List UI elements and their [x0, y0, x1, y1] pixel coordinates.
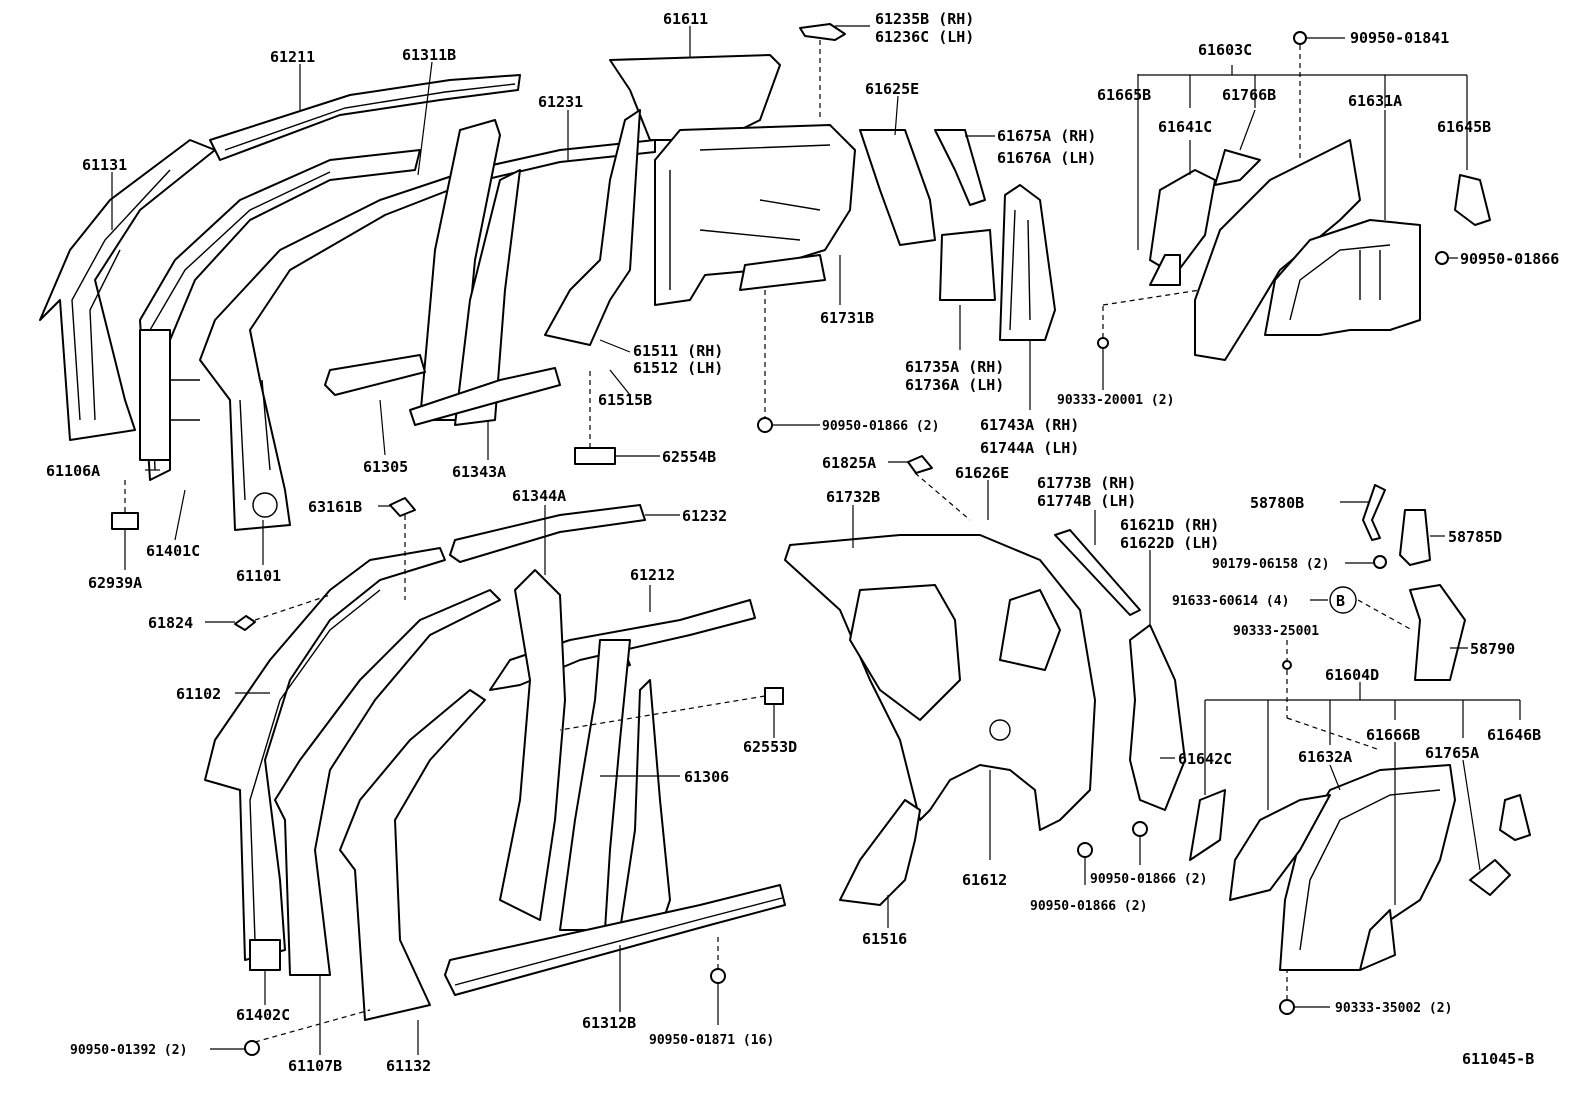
quarter-inner-panel-drawing: [544, 54, 1056, 346]
label-61603C: 61603C: [1198, 41, 1252, 59]
wheel-house-upper-drawing: [1097, 31, 1491, 361]
label-61306: 61306: [684, 768, 729, 786]
label-61604D: 61604D: [1325, 666, 1379, 684]
label-61212: 61212: [630, 566, 675, 584]
label-61402C: 61402C: [236, 1006, 290, 1024]
label-61235B-RH: 61235B (RH): [875, 10, 974, 28]
label-62939A: 62939A: [88, 574, 142, 592]
label-90950-01841: 90950-01841: [1350, 29, 1449, 47]
label-61232: 61232: [682, 507, 727, 525]
front-pillar-assembly-drawing: [39, 74, 656, 531]
wheel-house-lower-drawing: [1189, 484, 1531, 1015]
label-61736A-LH: 61736A (LH): [905, 376, 1004, 394]
label-61765A: 61765A: [1425, 744, 1479, 762]
callout-b-marker: B: [1329, 586, 1357, 614]
leader-lines: [111, 25, 1521, 1055]
label-90950-01392: 90950-01392 (2): [70, 1043, 187, 1058]
label-61101: 61101: [236, 567, 281, 585]
label-61611: 61611: [663, 10, 708, 28]
callout-b-label: B: [1336, 592, 1345, 610]
label-90333-35002: 90333-35002 (2): [1335, 1001, 1452, 1016]
label-61512-LH: 61512 (LH): [633, 359, 723, 377]
label-61731B: 61731B: [820, 309, 874, 327]
label-61612: 61612: [962, 871, 1007, 889]
label-61825A: 61825A: [822, 454, 876, 472]
label-61343A: 61343A: [452, 463, 506, 481]
label-61107B: 61107B: [288, 1057, 342, 1075]
label-61666B: 61666B: [1366, 726, 1420, 744]
label-61102: 61102: [176, 685, 221, 703]
label-63161B: 63161B: [308, 498, 362, 516]
label-58790: 58790: [1470, 640, 1515, 658]
label-61675A-RH: 61675A (RH): [997, 127, 1096, 145]
label-61744A-LH: 61744A (LH): [980, 439, 1079, 457]
label-61131: 61131: [82, 156, 127, 174]
outer-side-lower-drawing: [204, 504, 786, 1021]
label-61132: 61132: [386, 1057, 431, 1075]
label-61632A: 61632A: [1298, 748, 1352, 766]
label-61646B: 61646B: [1487, 726, 1541, 744]
label-61626E: 61626E: [955, 464, 1009, 482]
label-61231: 61231: [538, 93, 583, 111]
label-61305: 61305: [363, 458, 408, 476]
label-61625E: 61625E: [865, 80, 919, 98]
label-61766B: 61766B: [1222, 86, 1276, 104]
label-61106A: 61106A: [46, 462, 100, 480]
label-61211: 61211: [270, 48, 315, 66]
label-61665B: 61665B: [1097, 86, 1151, 104]
label-90333-25001: 90333-25001: [1233, 624, 1319, 639]
label-61641C: 61641C: [1158, 118, 1212, 136]
label-61642C: 61642C: [1178, 750, 1232, 768]
label-61511-RH: 61511 (RH): [633, 342, 723, 360]
label-61344A: 61344A: [512, 487, 566, 505]
part-labels: 61131 61211 61311B 61231 61611 61235B (R…: [46, 10, 1559, 1075]
label-90179-06158: 90179-06158 (2): [1212, 557, 1329, 572]
label-61312B: 61312B: [582, 1014, 636, 1032]
label-90950-01866-2-upper: 90950-01866 (2): [822, 419, 939, 434]
label-58785D: 58785D: [1448, 528, 1502, 546]
label-61774B-LH: 61774B (LH): [1037, 492, 1136, 510]
label-62554B: 62554B: [662, 448, 716, 466]
label-90950-01866-2-a: 90950-01866 (2): [1090, 872, 1207, 887]
label-61515B: 61515B: [598, 391, 652, 409]
label-61735A-RH: 61735A (RH): [905, 358, 1004, 376]
label-91633-60614: 91633-60614 (4): [1172, 594, 1289, 609]
quarter-outer-panel-drawing: [784, 529, 1186, 906]
diagram-reference-code: 611045-B: [1462, 1050, 1534, 1068]
label-61311B: 61311B: [402, 46, 456, 64]
label-61631A: 61631A: [1348, 92, 1402, 110]
label-58780B: 58780B: [1250, 494, 1304, 512]
label-62553D: 62553D: [743, 738, 797, 756]
label-61676A-LH: 61676A (LH): [997, 149, 1096, 167]
label-61621D-RH: 61621D (RH): [1120, 516, 1219, 534]
label-61516: 61516: [862, 930, 907, 948]
label-90950-01871: 90950-01871 (16): [649, 1033, 774, 1048]
label-90333-20001: 90333-20001 (2): [1057, 393, 1174, 408]
label-90950-01866-2-b: 90950-01866 (2): [1030, 899, 1147, 914]
label-61743A-RH: 61743A (RH): [980, 416, 1079, 434]
label-61773B-RH: 61773B (RH): [1037, 474, 1136, 492]
label-61236C-LH: 61236C (LH): [875, 28, 974, 46]
label-61732B: 61732B: [826, 488, 880, 506]
label-90950-01866: 90950-01866: [1460, 250, 1559, 268]
label-61401C: 61401C: [146, 542, 200, 560]
label-61645B: 61645B: [1437, 118, 1491, 136]
label-61622D-LH: 61622D (LH): [1120, 534, 1219, 552]
label-61824: 61824: [148, 614, 193, 632]
